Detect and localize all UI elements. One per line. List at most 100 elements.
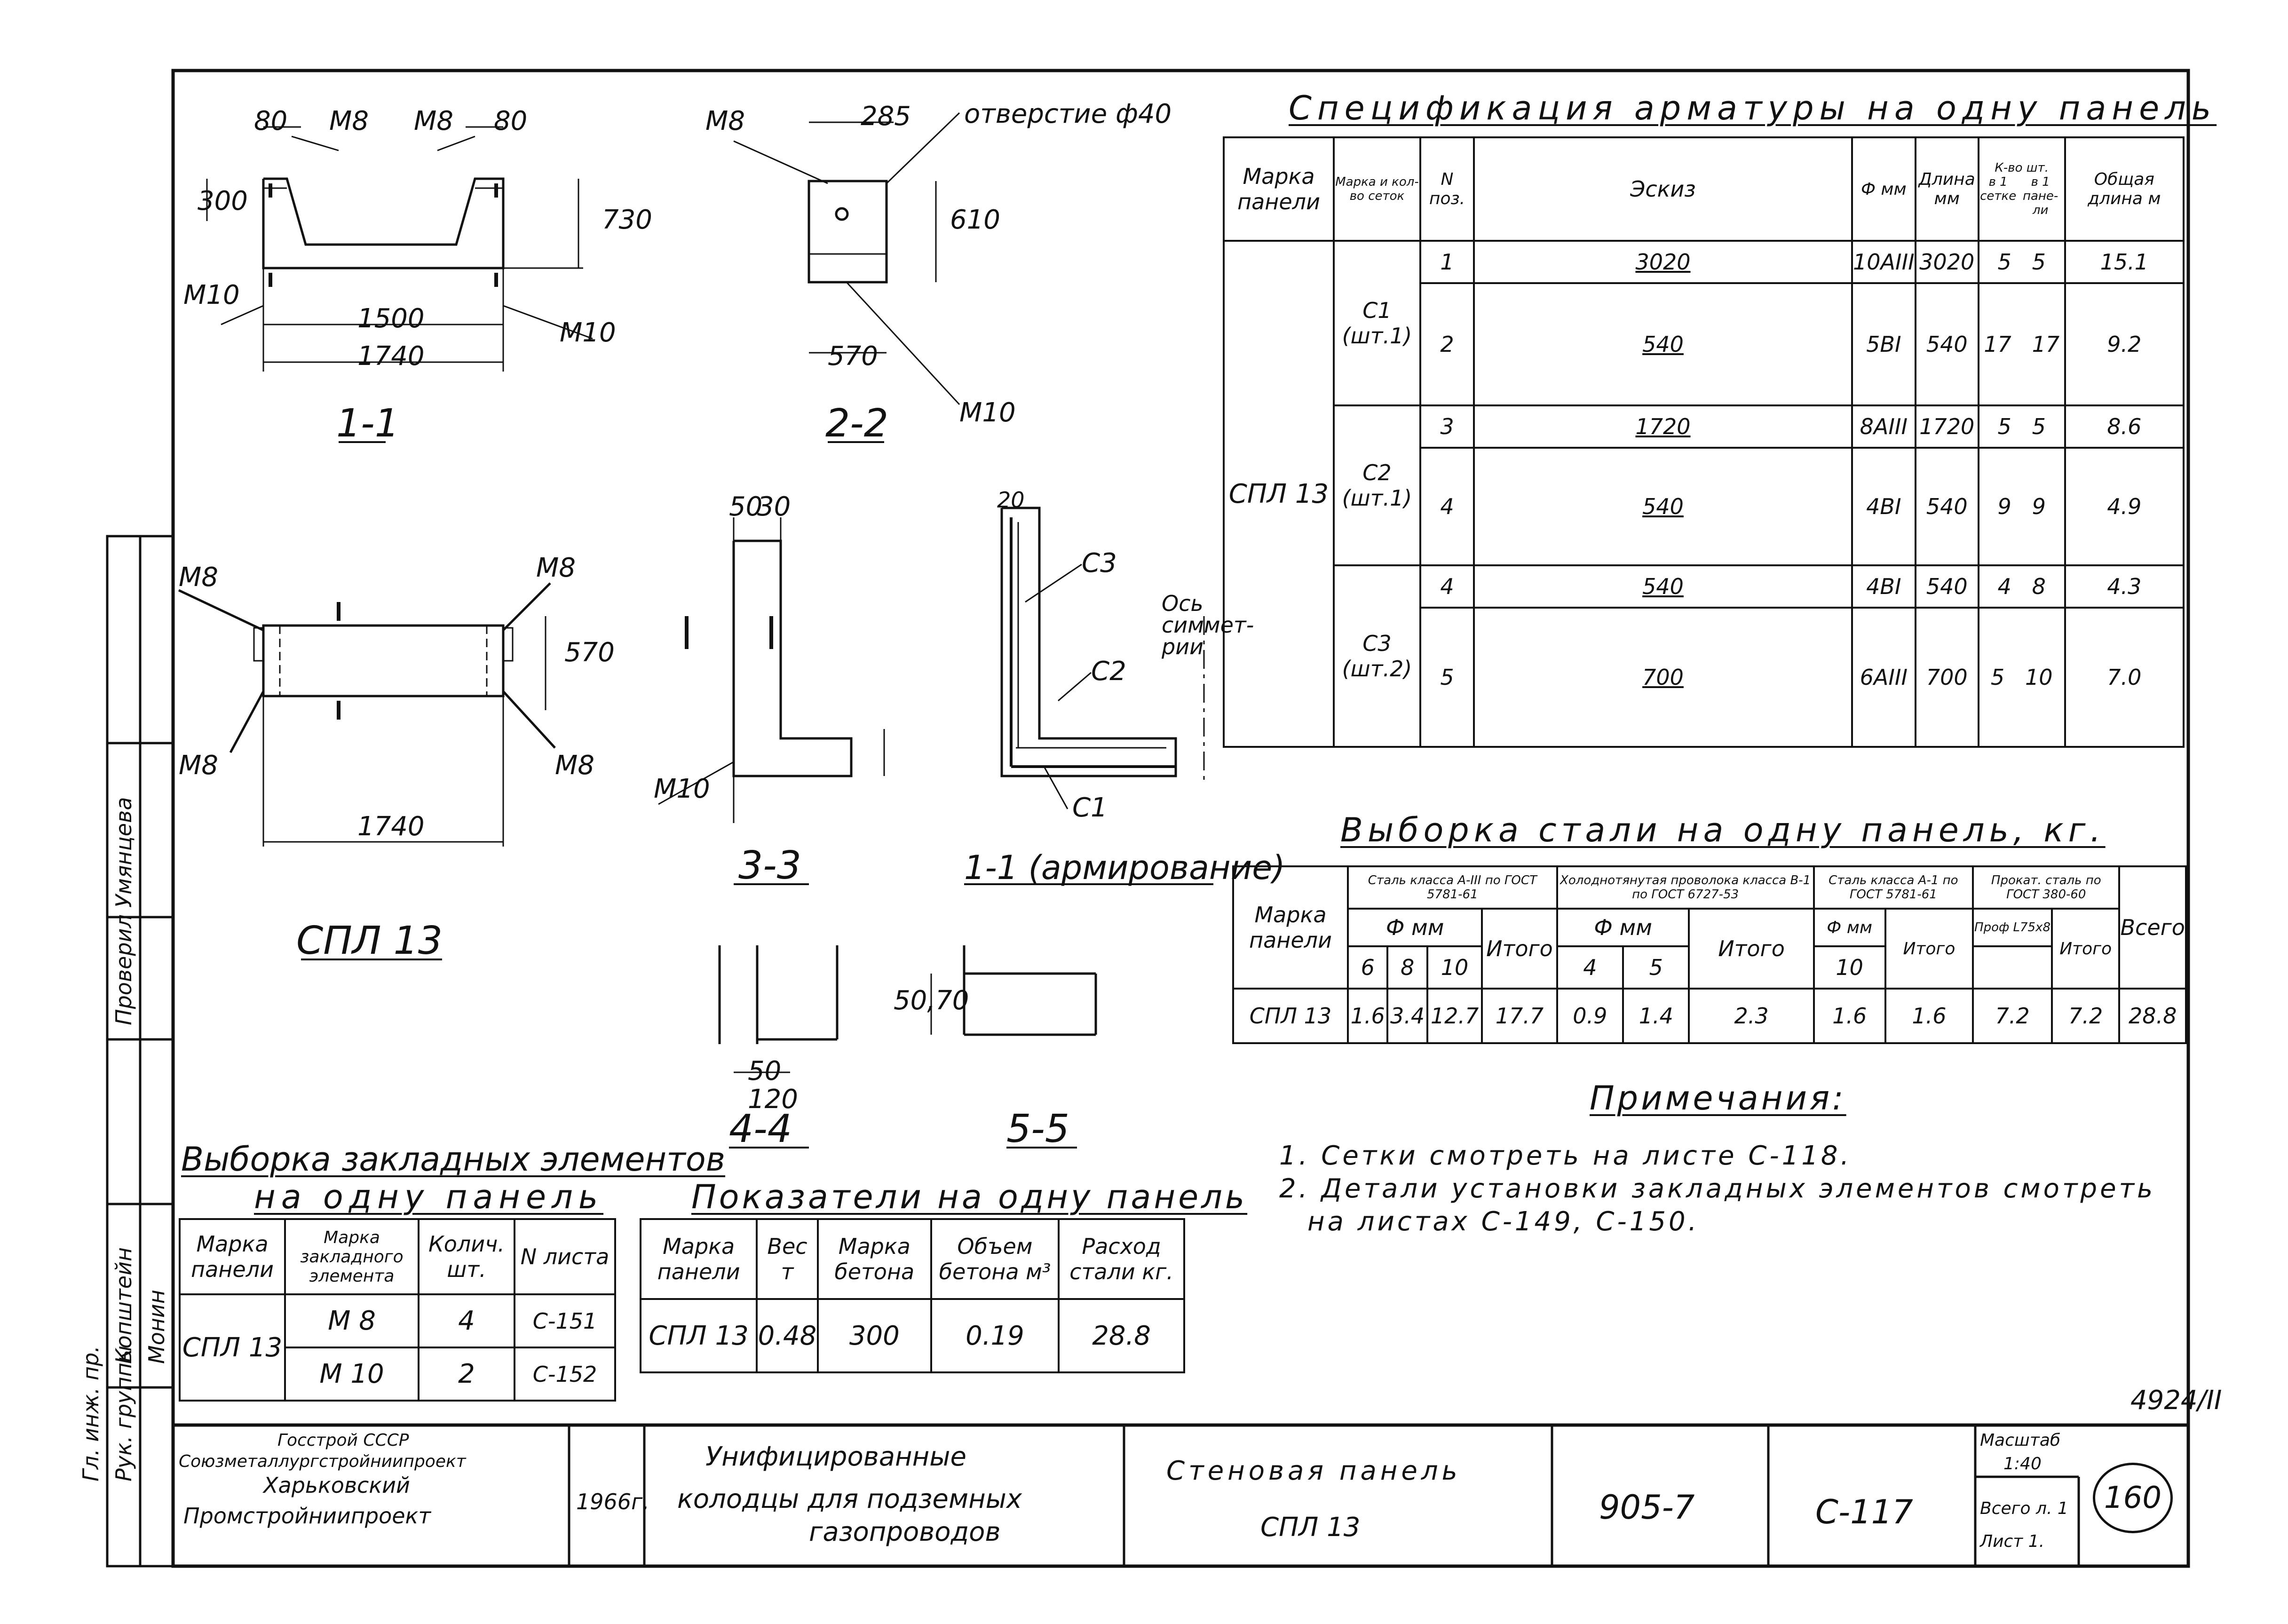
emb-cell: М 8 <box>284 1293 420 1348</box>
steel-cell: СПЛ 13 <box>1232 988 1349 1044</box>
stamp-name: Копштейн <box>111 1247 136 1364</box>
spec-count-panel: 9 <box>2032 494 2046 519</box>
steel-d: 4 <box>1556 945 1624 990</box>
spec-sketch: 540 <box>1473 282 1853 406</box>
org-line-2: Союзметаллургстройниипроект <box>179 1452 466 1471</box>
dim-label: 20 <box>997 487 1025 513</box>
dim-label: М8 <box>536 553 576 583</box>
dim-label: М8 <box>179 562 218 593</box>
spec-h-sketch: Эскиз <box>1473 136 1853 242</box>
spec-count-mesh: 5 <box>1990 665 2005 690</box>
spec-total: 8.6 <box>2064 404 2185 449</box>
spec-length: 3020 <box>1914 240 1979 284</box>
dim-label: 570 <box>564 637 615 668</box>
ind-h5: Расход стали кг. <box>1058 1218 1185 1300</box>
ind-cell: 0.48 <box>756 1298 819 1373</box>
steel-title: Выборка стали на одну панель, кг. <box>1340 811 2106 849</box>
project-line-1: Унифицированные <box>705 1442 966 1472</box>
steel-cell: 12.7 <box>1426 988 1483 1044</box>
steel-d: 10 <box>1426 945 1483 990</box>
steel-h-total: Всего <box>2118 865 2187 990</box>
ind-h2: Вес т <box>756 1218 819 1300</box>
emb-cell: 4 <box>418 1293 515 1348</box>
stamp-role: Гл. инж. пр. <box>78 1346 103 1481</box>
steel-h-itogo: Итого <box>2050 908 2121 990</box>
notes-title: Примечания: <box>1590 1079 1846 1117</box>
steel-cell: 1.6 <box>1813 988 1886 1044</box>
steel-cell: 2.3 <box>1688 988 1815 1044</box>
mesh-label: С3 <box>1082 548 1117 578</box>
spec-pos: 4 <box>1419 564 1475 609</box>
dim-label: 30 <box>757 491 791 522</box>
spec-length: 700 <box>1914 607 1979 748</box>
spec-count: 9 9 <box>1977 447 2066 566</box>
sheets-total: Всего л. 1 <box>1980 1499 2068 1518</box>
embedded-table: Марка панели Марка закладного элемента К… <box>179 1218 616 1402</box>
dim-label: М10 <box>560 317 616 348</box>
spec-h-count-panel: в 1 пане-ли <box>2023 175 2058 217</box>
spec-diam: 6АIII <box>1851 607 1916 748</box>
hole-label: отверстие ф40 <box>964 99 1172 129</box>
dim-label: М8 <box>555 750 594 781</box>
steel-table: Марка панели Сталь класса А-III по ГОСТ … <box>1232 865 2187 1044</box>
org-line-3: Харьковский <box>263 1473 410 1498</box>
spec-table: Марка панели Марка и кол-во сеток N поз.… <box>1223 136 2185 748</box>
project-line-3: газопроводов <box>809 1517 1001 1547</box>
spec-diam: 5ВI <box>1851 282 1916 406</box>
embedded-title-2: на одну панель <box>254 1178 604 1216</box>
dim-label: М8 <box>414 106 453 136</box>
spec-count-panel: 8 <box>2032 574 2046 599</box>
spec-diam: 10АIII <box>1851 240 1916 284</box>
section-label-4-4: 4-4 <box>729 1107 792 1151</box>
ind-h3: Марка бетона <box>816 1218 932 1300</box>
dim-label: 730 <box>602 205 652 235</box>
note-2-cont: на листах С-149, С-150. <box>1307 1206 1700 1237</box>
steel-h-prof: Прокат. сталь по ГОСТ 380-60 <box>1972 865 2121 910</box>
archive-number: 4924/II <box>2130 1385 2222 1416</box>
org-line-4: Промстройниипроект <box>183 1503 431 1529</box>
dim-label: 80 <box>254 106 288 136</box>
emb-cell: С-152 <box>514 1347 616 1402</box>
spec-h-diam: Ф мм <box>1851 136 1916 242</box>
year: 1966г. <box>576 1489 649 1514</box>
dim-label: 300 <box>198 186 248 216</box>
dim-label: 50 <box>748 1056 782 1086</box>
spec-total: 9.2 <box>2064 282 2185 406</box>
steel-h-b1: Холоднотянутая проволока класса В-1 по Г… <box>1556 865 1815 910</box>
spec-length: 540 <box>1914 564 1979 609</box>
scale-label: Масштаб <box>1980 1431 2061 1450</box>
dim-label: М10 <box>959 397 1016 428</box>
spec-sketch: 3020 <box>1473 240 1853 284</box>
steel-cell: 1.4 <box>1622 988 1690 1044</box>
stamp-name: Монин <box>144 1290 169 1364</box>
spec-count-mesh: 9 <box>1997 494 2011 519</box>
spec-length: 540 <box>1914 282 1979 406</box>
emb-panel: СПЛ 13 <box>179 1293 286 1402</box>
stamp-name: Умянцева <box>111 797 136 908</box>
steel-d <box>1972 945 2053 990</box>
dim-label: 1500 <box>357 303 425 334</box>
spec-mesh: С1 (шт.1) <box>1333 240 1421 406</box>
steel-cell: 1.6 <box>1346 988 1389 1044</box>
steel-h-itogo: Итого <box>1884 908 1974 990</box>
steel-d: 10 <box>1813 945 1886 990</box>
dim-label: М10 <box>654 774 710 804</box>
spec-title: Спецификация арматуры на одну панель <box>1289 89 2217 127</box>
org-line-1: Госстрой СССР <box>277 1431 409 1450</box>
emb-h4: N листа <box>514 1218 616 1295</box>
dim-label: 50 <box>729 491 763 522</box>
emb-h1: Марка панели <box>179 1218 286 1295</box>
steel-h-phi: Ф мм <box>1813 908 1886 947</box>
spec-total: 7.0 <box>2064 607 2185 748</box>
steel-cell: 7.2 <box>2050 988 2121 1044</box>
dim-label: М10 <box>183 280 240 310</box>
spec-count: 5 5 <box>1977 240 2066 284</box>
note-1: 1. Сетки смотреть на листе С-118. <box>1279 1141 1852 1171</box>
steel-cell: 28.8 <box>2118 988 2187 1044</box>
spec-sketch: 540 <box>1473 564 1853 609</box>
spec-length: 540 <box>1914 447 1979 566</box>
sheet-number: Лист 1. <box>1980 1532 2045 1551</box>
steel-d: 8 <box>1386 945 1428 990</box>
spec-sketch: 1720 <box>1473 404 1853 449</box>
dim-label: М8 <box>179 750 218 781</box>
